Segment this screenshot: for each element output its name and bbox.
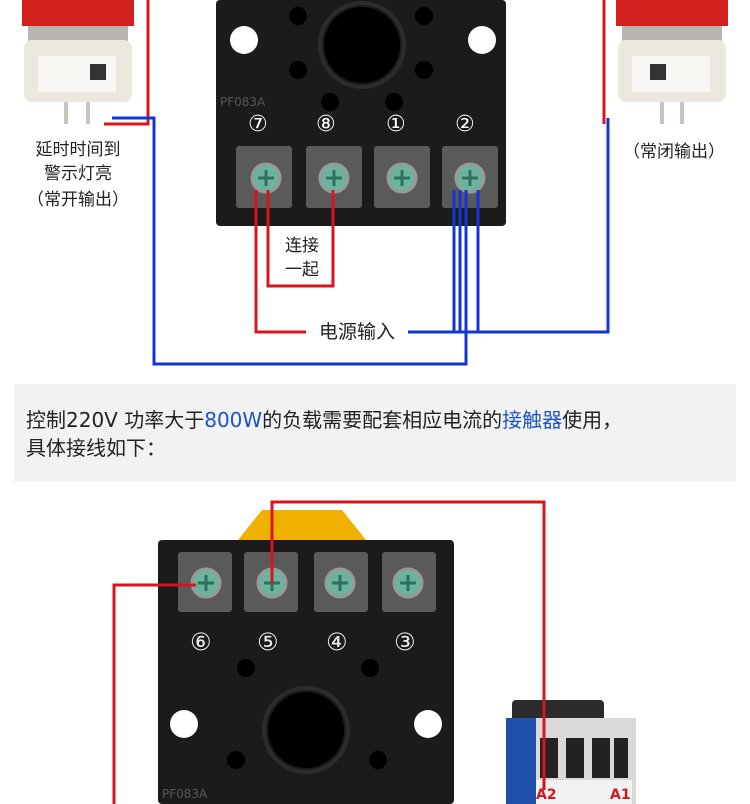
- instruction-line2: 具体接线如下：: [26, 436, 166, 460]
- top-wiring-diagram: PF083A: [22, 0, 728, 366]
- instruction-part2: 的负载需要配套相应电流的: [262, 408, 503, 432]
- blue-wires-top: [112, 116, 610, 366]
- relay-socket-bottom: PF083A: [158, 540, 454, 804]
- socket-clip: [238, 510, 366, 540]
- terminal-3-label: ③: [394, 628, 416, 656]
- right-lamp-label: （常闭输出）: [623, 142, 725, 162]
- instruction-text: 控制220V 功率大于800W的负载需要配套相应电流的接触器使用， 具体接线如下…: [26, 406, 736, 462]
- contactor-a2-label: A2: [536, 787, 557, 803]
- instruction-power-highlight: 800W: [204, 408, 263, 432]
- connect-label-line2: 一起: [280, 258, 324, 282]
- relay-socket-top: PF083A: [216, 0, 506, 226]
- terminal-8-label: ⑧: [316, 112, 336, 137]
- left-lamp-label-line2: 警示灯亮: [44, 164, 112, 184]
- terminal-5-label: ⑤: [257, 628, 279, 656]
- base-model-text-bottom: PF083A: [162, 787, 208, 801]
- connect-label-line1: 连接: [280, 234, 324, 258]
- left-warning-lamp: [22, 0, 134, 124]
- power-input-label: 电源输入: [308, 320, 406, 344]
- instruction-contactor-highlight: 接触器: [502, 408, 563, 432]
- instruction-band: [14, 384, 736, 482]
- instruction-part3: 使用，: [562, 408, 623, 432]
- terminal-6-label: ⑥: [190, 628, 212, 656]
- base-model-text: PF083A: [220, 95, 266, 109]
- terminal-2-label: ②: [455, 112, 475, 137]
- terminal-7-label: ⑦: [248, 112, 268, 137]
- terminal-4-label: ④: [326, 628, 348, 656]
- left-lamp-label-line1: 延时时间到: [35, 140, 121, 160]
- instruction-part1: 控制220V 功率大于: [26, 408, 205, 432]
- contactor: [506, 700, 636, 804]
- red-wires-top: [104, 0, 606, 334]
- left-lamp-label-line3: （常开输出）: [27, 190, 129, 210]
- terminal-1-label: ①: [386, 112, 406, 137]
- right-warning-lamp: [616, 0, 728, 124]
- red-wires-bottom: [112, 500, 546, 804]
- contactor-a1-label: A1: [610, 787, 631, 803]
